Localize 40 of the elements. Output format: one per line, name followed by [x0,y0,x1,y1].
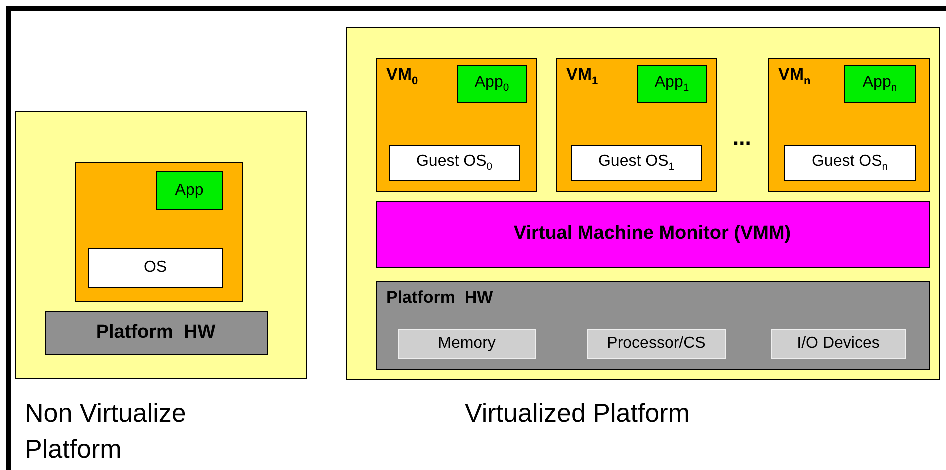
os-box [88,248,223,288]
box-label: Memory [438,335,496,353]
device-box [398,329,536,359]
hardware-box [44,310,268,354]
app-box [637,65,707,103]
box-label: OS [144,259,168,277]
box-label: Guest OS$_{0}$ [416,152,493,174]
box-label: Guest OS$_{1}$ [598,152,675,174]
box-label: App$_{n}$ [862,74,898,94]
platform-panel [15,111,307,379]
box-label: Virtual Machine Monitor (VMM) [514,223,792,245]
vm-label: VM$_{0}$ [386,64,418,87]
virtual-machine-box [376,58,536,192]
panel-caption: Virtualized Platform [465,398,690,429]
ellipsis-label: ... [733,125,752,151]
box-label: Platform HW [96,322,216,344]
app-box [457,65,527,103]
box-label: App$_{1}$ [654,74,690,94]
platform-panel [346,27,940,380]
virtual-machine-box [556,58,716,192]
box-label: Processor/CS [607,335,706,353]
hardware-box [376,280,930,370]
os-box [784,145,916,181]
device-box [587,329,726,359]
os-box [389,145,520,181]
virtual-machine-box [768,58,930,192]
app-box [156,171,223,210]
vmm-layer [376,200,930,268]
box-label: Platform HW [386,288,494,308]
box-label: Guest OS$_{n}$ [812,152,888,174]
box-label: App$_{0}$ [474,74,510,94]
app-box [844,65,916,103]
vm-label: VM$_{n}$ [778,64,811,87]
system-box [74,162,242,302]
vm-label: VM$_{1}$ [566,64,598,87]
device-box [771,329,906,359]
box-label: I/O Devices [797,335,880,353]
box-label: App [175,182,204,200]
panel-caption: Non Virtualize Platform [25,397,188,466]
os-box [571,145,702,181]
